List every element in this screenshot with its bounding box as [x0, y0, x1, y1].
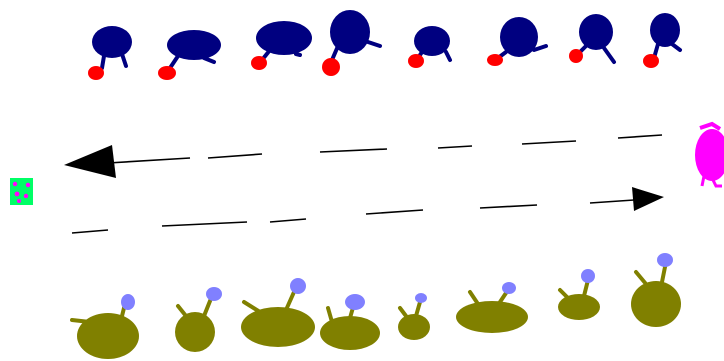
creature-leg: [202, 56, 216, 64]
creature-leg: [444, 50, 452, 62]
left-box-dot: [25, 182, 31, 188]
blob-antenna-tip: [121, 294, 135, 310]
left-box-body: [10, 178, 33, 205]
creature-red-foot: [487, 54, 503, 66]
blob-antenna-tip: [415, 293, 427, 303]
upper-arrowhead-left: [64, 145, 116, 178]
creature-leg: [366, 40, 382, 48]
creature-red-foot: [322, 58, 340, 76]
olive-blob-with-periwinkle-antenna-icon: [631, 253, 681, 327]
creature-leg: [670, 42, 682, 52]
creature-body: [579, 14, 613, 50]
upper-arrow-dashes: [107, 134, 663, 164]
olive-blob-with-periwinkle-antenna-icon: [456, 282, 528, 333]
left-box-dot: [14, 191, 20, 197]
blob-body: [631, 281, 681, 327]
blob-antenna-tip: [345, 294, 365, 310]
blob-antenna: [176, 304, 188, 318]
left-box-dot: [23, 193, 29, 199]
top-row-figures: [88, 10, 682, 80]
navy-creature-with-red-foot-icon: [88, 26, 132, 80]
lower-arrowhead-right: [632, 187, 664, 211]
left-box-dot: [17, 199, 21, 203]
blob-antenna: [284, 290, 296, 312]
blob-body: [320, 316, 380, 350]
blob-body: [77, 313, 139, 359]
creature-leg: [100, 54, 106, 70]
navy-creature-with-red-foot-icon: [408, 26, 452, 68]
navy-creature-with-red-foot-icon: [322, 10, 382, 76]
blob-antenna-tip: [290, 278, 306, 294]
creature-body: [500, 17, 538, 57]
blob-antenna: [398, 306, 408, 318]
creature-body: [650, 13, 680, 47]
navy-creature-with-red-foot-icon: [158, 30, 221, 80]
blob-antenna-tip: [657, 253, 673, 267]
creature-red-foot: [251, 56, 267, 70]
olive-blob-with-periwinkle-antenna-icon: [558, 269, 600, 320]
blob-antenna: [326, 306, 334, 324]
navy-creature-with-red-foot-icon: [487, 17, 548, 66]
blob-antenna: [468, 290, 480, 306]
right-creature-leg: [710, 177, 722, 188]
creature-red-foot: [88, 66, 104, 80]
blob-antenna-tip: [502, 282, 516, 294]
blob-body: [398, 314, 430, 340]
left-box-dot: [12, 181, 18, 187]
magenta-creature-icon: [695, 121, 724, 188]
right-creature-leg: [700, 175, 706, 187]
navy-creature-with-red-foot-icon: [251, 21, 312, 70]
creature-body: [167, 30, 221, 60]
green-square-with-pink-dots-icon: [10, 178, 33, 205]
blob-antenna: [242, 300, 262, 314]
blob-antenna-tip: [206, 287, 222, 301]
creature-leg: [120, 52, 128, 68]
bottom-row-figures: [70, 253, 681, 359]
creature-body: [92, 26, 132, 58]
olive-blob-with-periwinkle-antenna-icon: [70, 294, 139, 359]
blob-antenna-tip: [581, 269, 595, 283]
creature-leg: [532, 44, 548, 52]
creature-red-foot: [569, 49, 583, 63]
olive-blob-with-periwinkle-antenna-icon: [320, 294, 380, 350]
creature-red-foot: [408, 54, 424, 68]
lower-arrow: [71, 187, 664, 234]
creature-leg: [602, 46, 616, 64]
olive-blob-with-periwinkle-antenna-icon: [241, 278, 315, 347]
navy-creature-with-red-foot-icon: [569, 14, 616, 64]
blob-body: [175, 312, 215, 352]
blob-body: [456, 301, 528, 333]
right-creature-body: [695, 129, 724, 181]
creature-leg: [168, 54, 180, 70]
creature-red-foot: [158, 66, 176, 80]
creature-body: [330, 10, 370, 54]
lower-arrow-dashes: [71, 199, 635, 234]
creature-body: [256, 21, 312, 55]
right-creature-antenna: [699, 121, 722, 131]
creature-red-foot: [643, 54, 659, 68]
blob-body: [241, 307, 315, 347]
navy-creature-with-red-foot-icon: [643, 13, 682, 68]
upper-arrow: [64, 134, 663, 178]
olive-blob-with-periwinkle-antenna-icon: [398, 293, 430, 340]
creature-leg: [294, 52, 302, 57]
blob-body: [558, 294, 600, 320]
creature-body: [414, 26, 450, 56]
olive-blob-with-periwinkle-antenna-icon: [175, 287, 222, 352]
blob-antenna: [634, 270, 648, 286]
blob-antenna: [414, 300, 422, 318]
